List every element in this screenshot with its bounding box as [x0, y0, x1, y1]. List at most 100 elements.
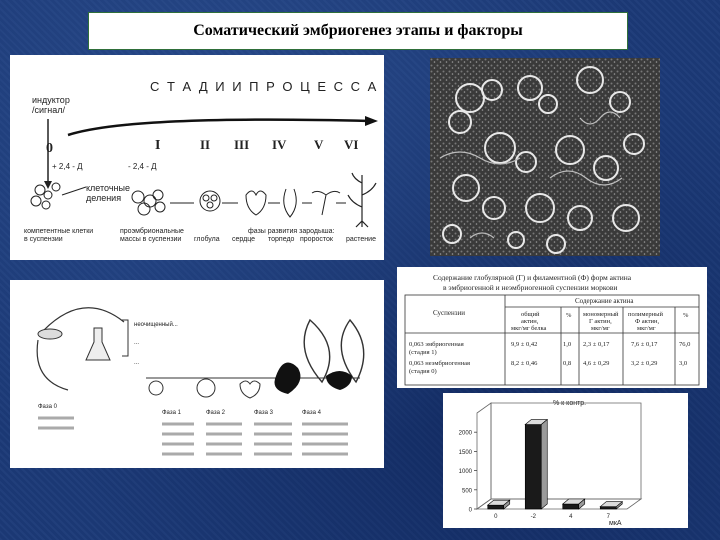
chart-ytick-label: 2000	[459, 431, 473, 437]
proembryo-mass-icon	[132, 190, 165, 215]
row-1-total: 9,9 ± 0,42	[511, 341, 537, 348]
chart-xlabel: мкА	[609, 520, 622, 527]
heart-stage-icon	[246, 191, 266, 215]
hormone-plus-label: + 2,4 - Д	[52, 162, 83, 171]
phase-4-label: Фаза 4	[302, 410, 322, 416]
proembryo-label-2: массы в суспензии	[120, 236, 181, 243]
globule-label: глобула	[194, 235, 220, 243]
cycle-arrow-top	[44, 308, 124, 330]
phases-label: фазы развития зародыша:	[248, 228, 335, 235]
row-1-poly: 7,6 ± 0,17	[631, 341, 658, 348]
col-mono-1: мономерный	[583, 311, 619, 318]
scheme-figure: неочищенный... ... ... Фаза 0 Фаза 1 Фаз…	[10, 280, 384, 468]
row-2-mono: 4,6 ± 0,29	[583, 360, 609, 367]
chart-bar-front	[525, 425, 541, 509]
competent-cells-icon	[31, 183, 60, 209]
col-mono-3: мкг/мг	[591, 325, 610, 332]
col-pct-1: %	[566, 312, 572, 319]
col-poly-2: Ф актин,	[635, 318, 660, 325]
torpedo-stage-icon	[284, 189, 297, 217]
scheme-line-3: ...	[134, 360, 139, 366]
scheme-line-2: ...	[134, 340, 139, 346]
row-2-total: 8,2 ± 0,46	[511, 360, 538, 367]
cell-division-label-2: деления	[86, 193, 121, 203]
chart-bar-front	[563, 504, 579, 509]
signal-label: /сигнал/	[32, 105, 66, 115]
globule-icon	[200, 191, 220, 211]
scheme-line-1: неочищенный...	[134, 321, 178, 328]
division-arrow	[62, 187, 86, 195]
chart-bar-side	[541, 420, 547, 509]
chart-xtick-label: 0	[494, 514, 498, 520]
chart-ytick-label: 0	[469, 508, 473, 514]
col-poly-1: полимерный	[628, 311, 663, 318]
chart-back-wall	[491, 403, 641, 499]
phase-2-label: Фаза 2	[206, 410, 226, 416]
phase-3-label: Фаза 3	[254, 410, 274, 416]
col-pct-3: %	[683, 312, 689, 319]
cells-cluster-icon	[38, 329, 62, 339]
row-1-pct1: 1,0	[563, 341, 571, 348]
stage-number-2: II	[200, 137, 210, 152]
col-poly-3: мкг/мг	[637, 325, 656, 332]
bar-chart-figure: % к контр. мкА 05001000150020000-247	[443, 393, 688, 528]
phase-0-label: Фаза 0	[38, 404, 58, 410]
row-2-poly: 3,2 ± 0,29	[631, 360, 657, 367]
slide-title-text: Соматический эмбриогенез этапы и факторы	[193, 22, 523, 40]
chart-xtick-label: 4	[569, 514, 573, 520]
micrograph-image	[430, 58, 660, 256]
stages-header: С Т А Д И И П Р О Ц Е С С А	[150, 79, 378, 94]
sprout-label: проросток	[300, 236, 334, 243]
heart-label: сердце	[232, 236, 255, 243]
micrograph	[430, 58, 660, 256]
col-total-2: актин,	[521, 318, 539, 325]
stage-number-1: I	[155, 138, 160, 153]
torpedo-label: торпедо	[268, 236, 295, 243]
chart-ytick-label: 1000	[459, 469, 473, 475]
blurred-text-block	[38, 418, 348, 454]
row-1-mono: 2,3 ± 0,17	[583, 341, 610, 348]
chart-ytick-label: 500	[462, 488, 473, 494]
phase-1-label: Фаза 1	[162, 410, 182, 416]
plant-label: растение	[346, 236, 376, 243]
stage-number-3: III	[234, 137, 249, 152]
chart-ytick-label: 1500	[459, 450, 473, 456]
bracket-icon	[122, 320, 128, 356]
cotyledon-left-icon	[304, 320, 330, 382]
actin-table: Содержание глобулярной (Г) и филаментной…	[397, 267, 707, 388]
phase-3-icon	[240, 381, 260, 398]
chart-bar-front	[488, 505, 504, 509]
row-2-pct1: 0,8	[563, 360, 571, 367]
table-caption-1: Содержание глобулярной (Г) и филаментной…	[433, 273, 632, 282]
actin-table-figure: Содержание глобулярной (Г) и филаментной…	[397, 267, 707, 388]
row-2-pct3: 3,0	[679, 360, 687, 367]
slide-title: Соматический эмбриогенез этапы и факторы	[88, 12, 628, 50]
row-1-name-2: (стадия 1)	[409, 349, 437, 356]
col-mono-2: Г актин,	[589, 318, 612, 325]
phase-4-dark-icon	[275, 363, 301, 394]
col-total-1: общий	[521, 311, 540, 318]
chart-side-wall	[477, 403, 491, 509]
stage-number-6: VI	[344, 137, 358, 152]
scheme-diagram: неочищенный... ... ... Фаза 0 Фаза 1 Фаз…	[10, 280, 384, 468]
chart-xtick-label: -2	[531, 514, 537, 520]
stages-figure: С Т А Д И И П Р О Ц Е С С А индуктор /си…	[10, 55, 384, 260]
stages-arrowhead	[365, 116, 378, 126]
inductor-arrowhead	[44, 181, 52, 189]
col-suspension: Суспензии	[433, 309, 465, 317]
col-total-3: мкг/мг белка	[511, 325, 547, 332]
chart-bar-front	[600, 507, 616, 509]
embryo-dark-icon	[326, 371, 352, 390]
sprout-stage-icon	[312, 191, 340, 215]
stage-number-4: IV	[272, 137, 287, 152]
row-2-name-2: (стадия 0)	[409, 368, 437, 375]
cell-division-label-1: клеточные	[86, 183, 130, 193]
stages-diagram: С Т А Д И И П Р О Ц Е С С А индуктор /си…	[10, 55, 384, 260]
table-caption-2: в эмбриогенной и неэмбриогенной суспензи…	[443, 283, 617, 292]
plant-stage-icon	[348, 173, 376, 227]
phase-2-icon	[197, 379, 215, 397]
stages-arrow-line	[68, 120, 370, 135]
stage-number-0: 0	[46, 141, 53, 156]
cycle-arrow-bottom	[37, 340, 68, 390]
